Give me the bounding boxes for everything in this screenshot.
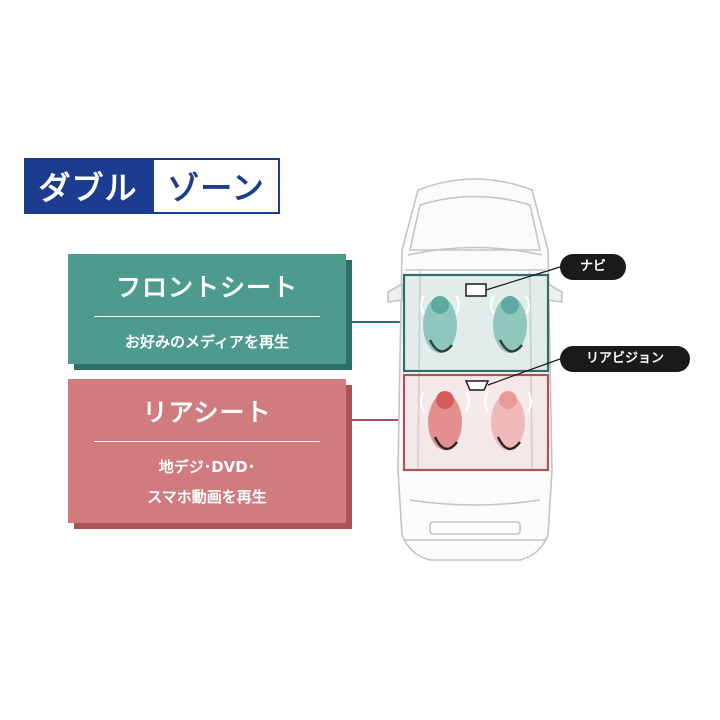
rear-seat-divider (94, 441, 320, 442)
rear-seat-panel: リアシート 地デジ･DVD･ スマホ動画を再生 (68, 379, 346, 523)
navi-leader-line (485, 266, 561, 291)
front-seats (420, 295, 530, 353)
rear-seats (420, 391, 532, 451)
rear-seat-description-line2: スマホ動画を再生 (147, 488, 267, 506)
front-seat-divider (94, 316, 320, 317)
front-seat-panel: フロントシート お好みのメディアを再生 (68, 254, 346, 364)
front-seat-heading: フロントシート (115, 273, 298, 302)
title-badge: ダブル ゾーン (24, 158, 280, 214)
navi-screen-icon (465, 283, 487, 297)
title-left: ダブル (24, 158, 152, 214)
rear-vision-leader-line (487, 358, 561, 386)
front-seat-description: お好みのメディアを再生 (125, 333, 289, 351)
navi-callout: ナビ (560, 254, 626, 280)
rear-vision-callout: リアビジョン (560, 346, 690, 372)
rear-vision-screen-icon (464, 380, 490, 391)
rear-seat-heading: リアシート (142, 398, 272, 427)
rear-seat-description-line1: 地デジ･DVD･ (158, 458, 256, 476)
title-right: ゾーン (152, 158, 280, 214)
